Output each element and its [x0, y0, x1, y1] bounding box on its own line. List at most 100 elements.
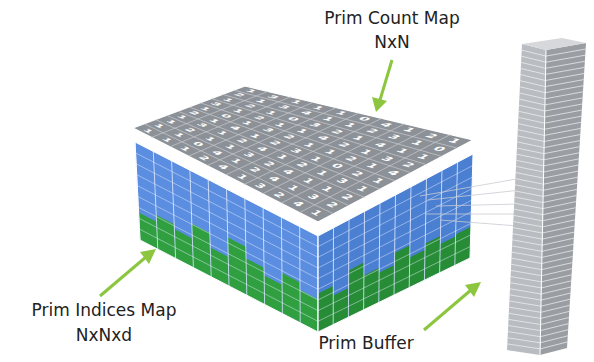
- column-line: [190, 170, 194, 267]
- column-line: [409, 187, 411, 288]
- buffer-entry-line: [519, 98, 582, 105]
- buffer-entry-line: [518, 128, 581, 135]
- filled-index-region: [379, 265, 395, 302]
- column-line: [227, 189, 230, 286]
- buffer-entry-line: [520, 92, 583, 99]
- layer-line: [318, 235, 471, 311]
- buffer-entry-line: [515, 189, 577, 196]
- buffer-entry-line: [521, 67, 585, 74]
- buffer-entry-line: [510, 281, 571, 288]
- buffer-entry-line: [515, 183, 577, 190]
- buffer-entry-line: [520, 86, 583, 93]
- column-line: [379, 203, 380, 302]
- pointer-line: [440, 220, 518, 226]
- index-column: [364, 203, 380, 310]
- buffer-entry-line: [509, 299, 570, 306]
- buffer-entry-line: [514, 208, 576, 215]
- column-line: [263, 208, 265, 305]
- buffer-entry-line: [518, 135, 581, 142]
- filled-index-region: [348, 263, 364, 318]
- filled-index-region: [318, 286, 333, 332]
- grid-line: [155, 120, 349, 206]
- index-column: [333, 220, 349, 325]
- buffer-entry-line: [516, 159, 579, 166]
- grid-line: [189, 107, 396, 181]
- column-line: [299, 227, 301, 323]
- grid-line: [144, 124, 333, 214]
- arrow-head: [465, 282, 481, 297]
- buffer-entry-line: [508, 324, 568, 331]
- filled-index-region: [394, 245, 410, 295]
- map-title: Prim Indices Map: [32, 300, 177, 320]
- grid-line: [281, 129, 427, 203]
- column-line: [424, 179, 426, 281]
- grid-line: [178, 111, 380, 189]
- map-title: Prim Count Map: [324, 8, 459, 28]
- buffer-entry-line: [518, 116, 581, 123]
- arrow-shaft: [424, 290, 471, 330]
- buffer-entry-line: [514, 214, 576, 221]
- index-column: [424, 170, 442, 280]
- buffer-entry-line: [508, 336, 568, 343]
- layer-line: [318, 223, 471, 300]
- column-line: [348, 220, 350, 318]
- buffer-entry-line: [521, 74, 585, 81]
- buffer-entry-line: [512, 244, 573, 251]
- buffer-entry-line: [513, 220, 575, 227]
- pointer-line: [426, 214, 519, 215]
- callout-arrows: [100, 60, 481, 330]
- layer-line: [318, 189, 472, 268]
- buffer-entry-line: [517, 141, 580, 148]
- filled-index-region: [210, 248, 229, 286]
- column-line: [394, 195, 396, 295]
- column-line: [440, 170, 442, 272]
- buffer-right-face: [540, 43, 586, 355]
- arrow-shaft: [100, 257, 146, 296]
- buffer-entry-line: [519, 104, 582, 111]
- arrow-head: [372, 97, 387, 112]
- layer-line: [139, 218, 318, 310]
- buffer-entry-line: [512, 238, 573, 245]
- index-column: [394, 187, 411, 295]
- buffer-entry-line: [516, 165, 578, 172]
- map-dimension: NxN: [374, 32, 410, 52]
- column-line: [245, 198, 247, 295]
- column-line: [172, 161, 176, 259]
- buffer-entry-line: [522, 49, 586, 56]
- buffer-entry-line: [509, 305, 570, 312]
- arrow-shaft: [380, 60, 392, 100]
- buffer-entry-line: [516, 171, 578, 178]
- buffer-entry-line: [519, 110, 582, 117]
- grid-line: [167, 115, 365, 197]
- grid-line: [300, 135, 451, 213]
- buffer-entry-line: [507, 342, 567, 349]
- pointer-line: [420, 178, 522, 196]
- map-dimension: NxNxd: [76, 325, 132, 345]
- buffer-entry-line: [508, 330, 568, 337]
- index-column: [318, 228, 334, 332]
- buffer-entry-line: [517, 147, 580, 154]
- pointer-line: [436, 204, 520, 206]
- pointer-line: [428, 190, 521, 200]
- buffer-entry-line: [520, 80, 584, 87]
- buffer-entry-line: [513, 232, 575, 239]
- filled-index-region: [455, 227, 471, 266]
- index-pointer-lines: [420, 178, 522, 226]
- column-line: [281, 217, 282, 313]
- buffer-top-face: [522, 38, 586, 50]
- filled-index-region: [300, 290, 318, 332]
- filled-index-region: [409, 250, 425, 288]
- filled-index-region: [333, 288, 348, 325]
- buffer-entry-line: [517, 153, 580, 160]
- index-column: [348, 211, 364, 317]
- layer-line: [138, 196, 318, 289]
- grid-line: [244, 118, 382, 184]
- column-line: [363, 211, 365, 309]
- layer-line: [137, 175, 318, 268]
- prim-buffer-column: [507, 38, 586, 355]
- buffer-title: Prim Buffer: [318, 333, 413, 353]
- buffer-entry-line: [515, 177, 577, 184]
- buffer-entry-line: [514, 202, 576, 209]
- buffer-entry-line: [509, 311, 570, 318]
- prim-count-plane: [133, 86, 473, 222]
